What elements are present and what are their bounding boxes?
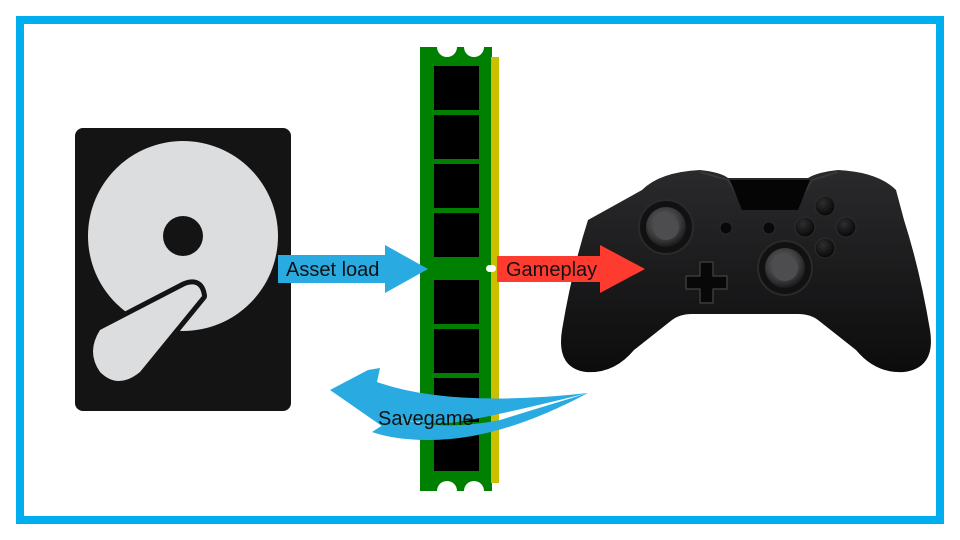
ram-key-notch	[486, 265, 496, 272]
gameplay-label: Gameplay	[506, 259, 597, 281]
view-button[interactable]	[719, 221, 733, 235]
asset-load-arrow-shape	[278, 245, 428, 293]
savegame-arrow-tail	[372, 393, 588, 440]
gamepad-icon	[561, 170, 931, 373]
ram-chip	[434, 329, 479, 373]
ram-notch	[464, 37, 484, 57]
gameplay-arrow-shape	[497, 245, 645, 293]
b-button[interactable]	[835, 216, 857, 238]
savegame-arrow-shape	[330, 368, 588, 433]
ram-chip	[434, 164, 479, 208]
left-stick[interactable]	[638, 199, 694, 255]
x-button[interactable]	[794, 216, 816, 238]
ram-notch	[464, 481, 484, 501]
savegame-label: Savegame	[378, 408, 474, 430]
ram-chip	[434, 280, 479, 324]
asset-load-label: Asset load	[286, 259, 379, 281]
gameplay-arrow: Gameplay	[497, 245, 645, 293]
drive-spindle	[163, 216, 203, 256]
controller-top-panel	[730, 180, 810, 210]
drive-arm	[93, 284, 202, 381]
ram-notch	[437, 481, 457, 501]
asset-load-arrow: Asset load	[278, 245, 428, 293]
right-stick[interactable]	[757, 240, 813, 296]
ram-chip	[434, 66, 479, 110]
a-button[interactable]	[814, 237, 836, 259]
dpad[interactable]	[685, 261, 728, 304]
ram-chip	[434, 115, 479, 159]
menu-button[interactable]	[762, 221, 776, 235]
hard-drive-icon	[75, 128, 291, 411]
ram-notch	[437, 37, 457, 57]
savegame-arrow: Savegame	[330, 368, 588, 440]
ram-chip	[434, 213, 479, 257]
y-button[interactable]	[814, 195, 836, 217]
